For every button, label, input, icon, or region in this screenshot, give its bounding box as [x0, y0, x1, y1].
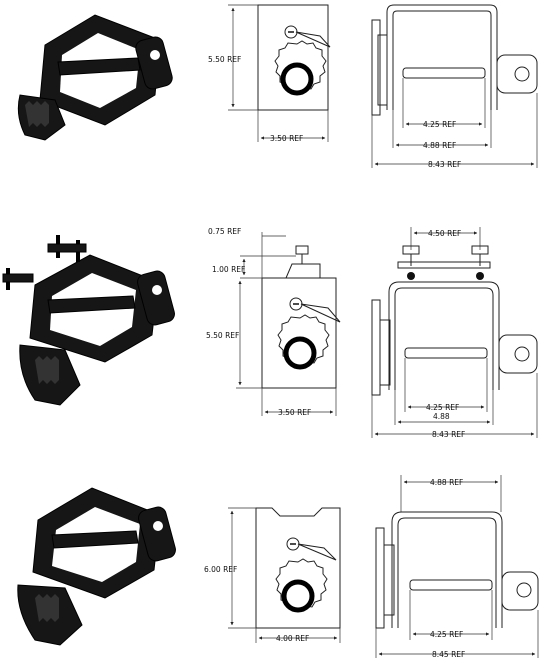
dim-bolt-height: 1.00 REF — [212, 265, 245, 274]
front-view-1: 4.25 REF 4.88 REF 8.43 REF — [371, 4, 538, 169]
dim-width-2: 3.50 REF — [278, 408, 311, 417]
dim-top-offset: 0.75 REF — [208, 227, 241, 236]
dim-top-width: 4.88 REF — [430, 478, 463, 487]
side-view-3: 6.00 REF 4.00 REF — [204, 507, 341, 643]
side-view-2: 0.75 REF 1.00 REF 5.50 REF 3.50 REF — [206, 227, 341, 417]
dim-bolt-spacing: 4.50 REF — [428, 229, 461, 238]
dim-overall: 8.43 REF — [428, 160, 461, 169]
dim-height-2: 5.50 REF — [206, 331, 239, 340]
dim-inner: 4.25 REF — [423, 120, 456, 129]
dim-height: 5.50 REF — [208, 55, 241, 64]
dim-outer: 4.88 REF — [423, 141, 456, 150]
winch-photo-3 — [17, 487, 176, 646]
dim-inner-3: 4.25 REF — [430, 630, 463, 639]
row-1: 5.50 REF 3.50 REF 4.25 REF 4.88 REF — [17, 4, 538, 169]
dim-width-3: 4.00 REF — [276, 634, 309, 643]
dim-height-3: 6.00 REF — [204, 565, 237, 574]
front-view-3: 4.88 REF 4.25 REF 8.45 REF — [375, 475, 539, 659]
winch-photo-2 — [2, 235, 175, 406]
dim-inner-2: 4.25 REF — [426, 403, 459, 412]
dim-outer-2: 4.88 — [433, 412, 450, 421]
dim-overall-2: 8.43 REF — [432, 430, 465, 439]
dim-width: 3.50 REF — [270, 134, 303, 143]
dim-overall-3: 8.45 REF — [432, 650, 465, 659]
side-view-1: 5.50 REF 3.50 REF — [208, 4, 331, 143]
winch-photo-1 — [17, 14, 173, 141]
row-2: 0.75 REF 1.00 REF 5.50 REF 3.50 REF 4.50… — [2, 227, 538, 439]
row-3: 6.00 REF 4.00 REF 4.88 REF 4.25 REF — [17, 475, 539, 659]
front-view-2: 4.50 REF 4.25 REF 4.88 — [371, 227, 538, 439]
